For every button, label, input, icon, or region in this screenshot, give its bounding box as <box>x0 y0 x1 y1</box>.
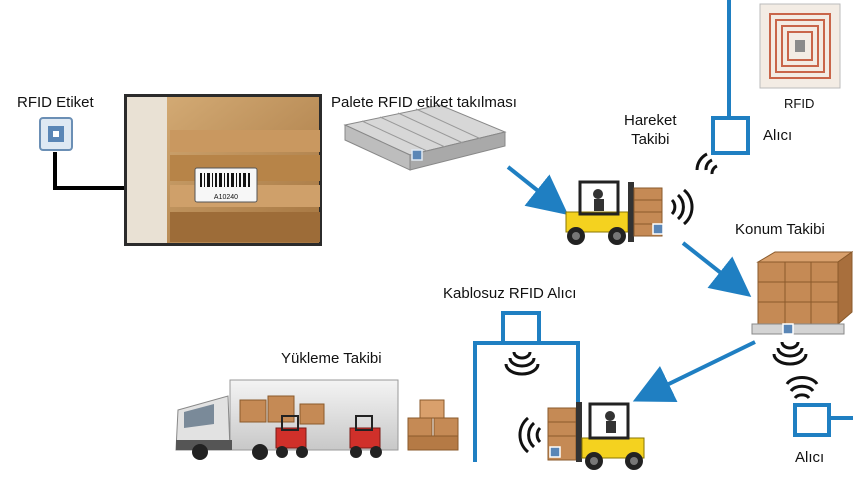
motion-tracking-label: Hareket Takibi <box>624 112 677 148</box>
rfid-tag-icon <box>39 117 73 151</box>
forklift-to-location-arrow <box>681 241 752 297</box>
signal-waves-icon <box>695 152 718 175</box>
signal-waves-icon <box>670 188 694 226</box>
loading-tracking-label: Yükleme Takibi <box>281 350 382 367</box>
receiver-bottom-label: Alıcı <box>795 449 825 466</box>
wooden-pallet-icon <box>343 104 507 171</box>
wireless-receiver-label: Kablosuz RFID Alıcı <box>443 285 577 302</box>
forklift-top-icon <box>565 180 664 245</box>
signal-waves-icon <box>772 341 808 366</box>
forklift-bottom-icon <box>547 402 645 470</box>
receiver-top-label: Alıcı <box>763 127 793 144</box>
stacked-boxes-icon <box>751 251 853 335</box>
location-tracking-label: Konum Takibi <box>735 221 825 238</box>
barcode-number: A10240 <box>214 194 238 201</box>
rfid-chip-label: RFID <box>784 96 815 111</box>
signal-waves-icon <box>785 375 819 400</box>
pallet-tagging-label: Palete RFID etiket takılması <box>331 94 517 111</box>
rfid-tag-label: RFID Etiket <box>17 94 94 111</box>
location-to-forklift-arrow <box>632 340 756 402</box>
receiver-top-icon <box>711 0 750 155</box>
signal-waves-icon <box>518 416 542 454</box>
receiver-bottom-icon <box>793 403 853 437</box>
pallet-to-forklift-arrow <box>506 165 569 215</box>
signal-waves-icon <box>504 351 540 376</box>
pallet-barcode-photo <box>124 94 322 246</box>
truck-loading-scene <box>175 379 459 460</box>
rfid-chip-image <box>759 3 841 89</box>
